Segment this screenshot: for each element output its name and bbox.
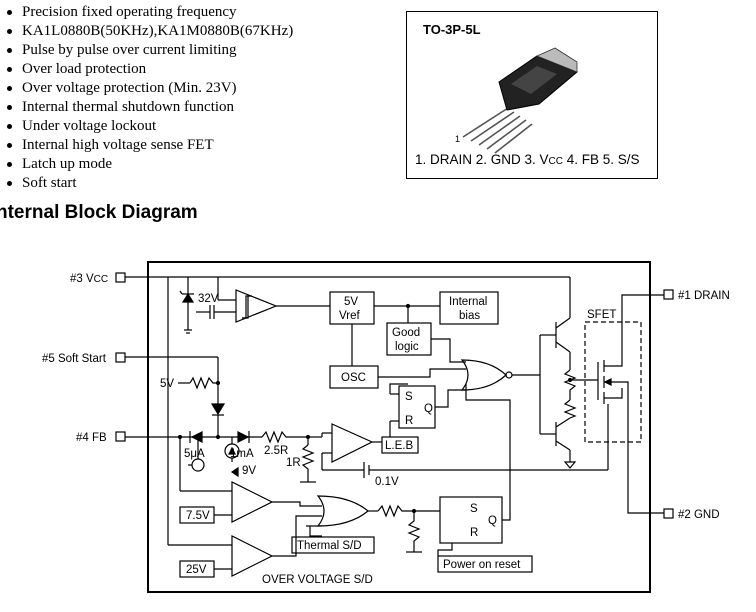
- package-title: TO-3P-5L: [423, 22, 481, 37]
- feature-item: Latch up mode: [0, 155, 293, 174]
- latch-q-label: Q: [424, 403, 433, 415]
- feature-item: Over load protection: [0, 60, 293, 79]
- feature-item: Over voltage protection (Min. 23V): [0, 79, 293, 98]
- current-5ua-label: 5μA: [184, 448, 205, 460]
- ic-boundary: [147, 261, 651, 593]
- package-pinout: 1. DRAIN 2. GND 3. VCC 4. FB 5. S/S: [415, 152, 640, 167]
- package-box: TO-3P-5L 1 1. DRAIN 2. GND 3. VCC 4. FB …: [406, 11, 658, 179]
- pin-ss-terminal: [115, 352, 126, 363]
- resistor-1r-label: 1R: [286, 457, 301, 469]
- feature-item: Under voltage lockout: [0, 117, 293, 136]
- internal-bias-label: bias: [459, 310, 480, 322]
- nine-volt-label: 9V: [242, 465, 256, 477]
- pin-gnd-terminal: [663, 508, 674, 519]
- latch2-r-label: R: [470, 527, 478, 539]
- sfet-label: SFET: [587, 309, 616, 321]
- feature-item: Soft start: [0, 174, 293, 193]
- ref-25v-label: 25V: [186, 564, 207, 576]
- pinout-text-a: 1. DRAIN 2. GND 3. V: [415, 152, 549, 167]
- power-on-reset-label: Power on reset: [443, 559, 521, 571]
- good-logic-label: logic: [395, 341, 419, 353]
- vref-label: Vref: [339, 310, 360, 322]
- feature-item: Internal thermal shutdown function: [0, 98, 293, 117]
- pin-drain-terminal: [663, 289, 674, 300]
- package-image: [462, 47, 578, 154]
- resistor-2-5r-label: 2.5R: [264, 445, 288, 457]
- pin-fb-terminal: [115, 431, 126, 442]
- pin-drain-label: #1 DRAIN: [678, 290, 730, 302]
- over-voltage-sd-label: OVER VOLTAGE S/D: [262, 574, 373, 586]
- latch-r-label: R: [405, 415, 413, 427]
- current-1ma-label: 1mA: [230, 448, 254, 460]
- pinout-text-b: 4. FB 5. S/S: [563, 152, 640, 167]
- leb-label: L.E.B: [385, 440, 413, 452]
- section-title: nternal Block Diagram: [0, 202, 198, 223]
- feature-item: KA1L0880B(50KHz),KA1M0880B(67KHz): [0, 22, 293, 41]
- latch2-q-label: Q: [488, 515, 497, 527]
- pin-fb-label: #4 FB: [76, 432, 107, 444]
- feature-item: Internal high voltage sense FET: [0, 136, 293, 155]
- five-volt-label: 5V: [160, 378, 174, 390]
- feature-item: Precision fixed operating frequency: [0, 3, 293, 22]
- pin-soft-start-label: #5 Soft Start: [42, 353, 107, 365]
- zener-label: 32V: [198, 293, 219, 305]
- feature-item: Pulse by pulse over current limiting: [0, 41, 293, 60]
- ref-0-1v-label: 0.1V: [375, 476, 399, 488]
- thermal-sd-label: Thermal S/D: [297, 540, 362, 552]
- latch2-s-label: S: [470, 503, 478, 515]
- feature-list: Precision fixed operating frequency KA1L…: [0, 3, 293, 193]
- pinout-subscript: CC: [548, 156, 563, 167]
- pin-gnd-label: #2 GND: [678, 509, 720, 521]
- pin1-marker: 1: [455, 134, 461, 144]
- pin-vcc-label: #3 VCC: [70, 273, 108, 285]
- osc-label: OSC: [341, 372, 366, 384]
- vref-label: 5V: [344, 296, 358, 308]
- good-logic-label: Good: [392, 327, 420, 339]
- latch-s-label: S: [405, 391, 413, 403]
- internal-bias-label: Internal: [449, 296, 487, 308]
- pin-vcc-terminal: [115, 272, 126, 283]
- ref-7-5v-label: 7.5V: [186, 510, 210, 522]
